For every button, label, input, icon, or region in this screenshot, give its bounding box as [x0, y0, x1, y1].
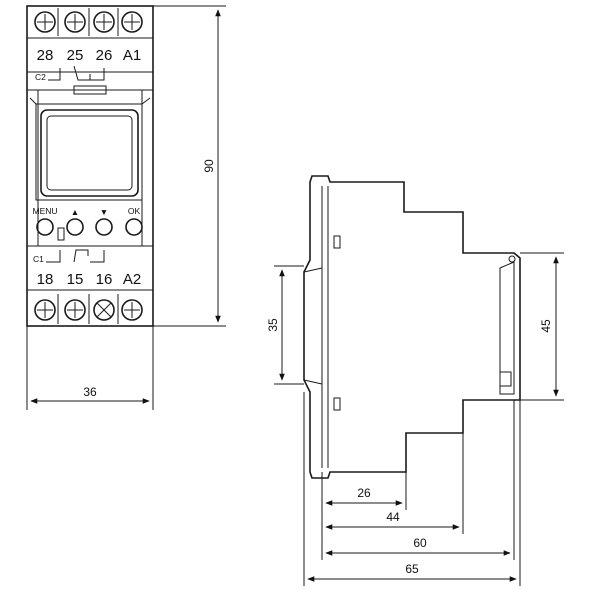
side-slot-lower — [333, 397, 341, 411]
up-button-label: ▲ — [71, 207, 79, 217]
terminal-label-bottom: 16 — [96, 271, 113, 288]
contact-symbol-c2 — [48, 68, 61, 81]
ok-button-label: OK — [128, 206, 141, 216]
terminal-label-bottom: A2 — [123, 271, 141, 288]
terminal-label-bottom: 18 — [37, 271, 54, 288]
front-cover-side — [499, 261, 515, 395]
led-indicator — [57, 227, 65, 241]
display-bezel — [35, 103, 143, 201]
dim-label-depth-26: 26 — [357, 486, 371, 500]
dim-label-depth-65: 65 — [405, 562, 419, 576]
bottom-screw-terminals — [34, 294, 143, 324]
contact-symbol-c1 — [46, 250, 61, 263]
lcd-display — [40, 109, 139, 197]
side-slot-upper — [333, 235, 341, 249]
terminal-label-top: 28 — [37, 47, 54, 64]
side-profile-outline — [303, 175, 521, 479]
terminal-label-top: 25 — [67, 47, 84, 64]
down-button-label: ▼ — [100, 207, 108, 217]
ok-button[interactable] — [125, 218, 143, 236]
terminal-label-bottom: 15 — [67, 271, 84, 288]
front-dimensions: 90 36 — [30, 5, 226, 404]
dim-label-side-rail: 35 — [266, 318, 280, 332]
menu-button-label: MENU — [32, 206, 57, 216]
front-view: 28 25 26 A1 C2 MENU ▲ ▼ OK C1 — [26, 5, 154, 410]
down-button[interactable] — [95, 218, 113, 236]
top-screw-terminals — [34, 8, 143, 36]
side-dimensions: 35 45 26 44 60 65 — [266, 252, 564, 586]
contact-label-c1: C1 — [33, 254, 44, 264]
latch-tab — [73, 85, 107, 95]
cover-latch — [499, 371, 512, 387]
menu-button[interactable] — [36, 218, 54, 236]
dim-label-front-height: 90 — [202, 159, 216, 173]
dim-label-depth-44: 44 — [386, 510, 400, 524]
up-button[interactable] — [66, 218, 84, 236]
side-view — [303, 175, 521, 479]
dim-label-depth-60: 60 — [413, 536, 427, 550]
top-terminal-band — [26, 5, 154, 39]
dim-label-front-width: 36 — [83, 385, 97, 399]
terminal-label-top: 26 — [96, 47, 113, 64]
dim-label-side-step: 45 — [539, 319, 553, 333]
contact-label-c2: C2 — [35, 72, 46, 82]
terminal-label-top: A1 — [123, 47, 141, 64]
